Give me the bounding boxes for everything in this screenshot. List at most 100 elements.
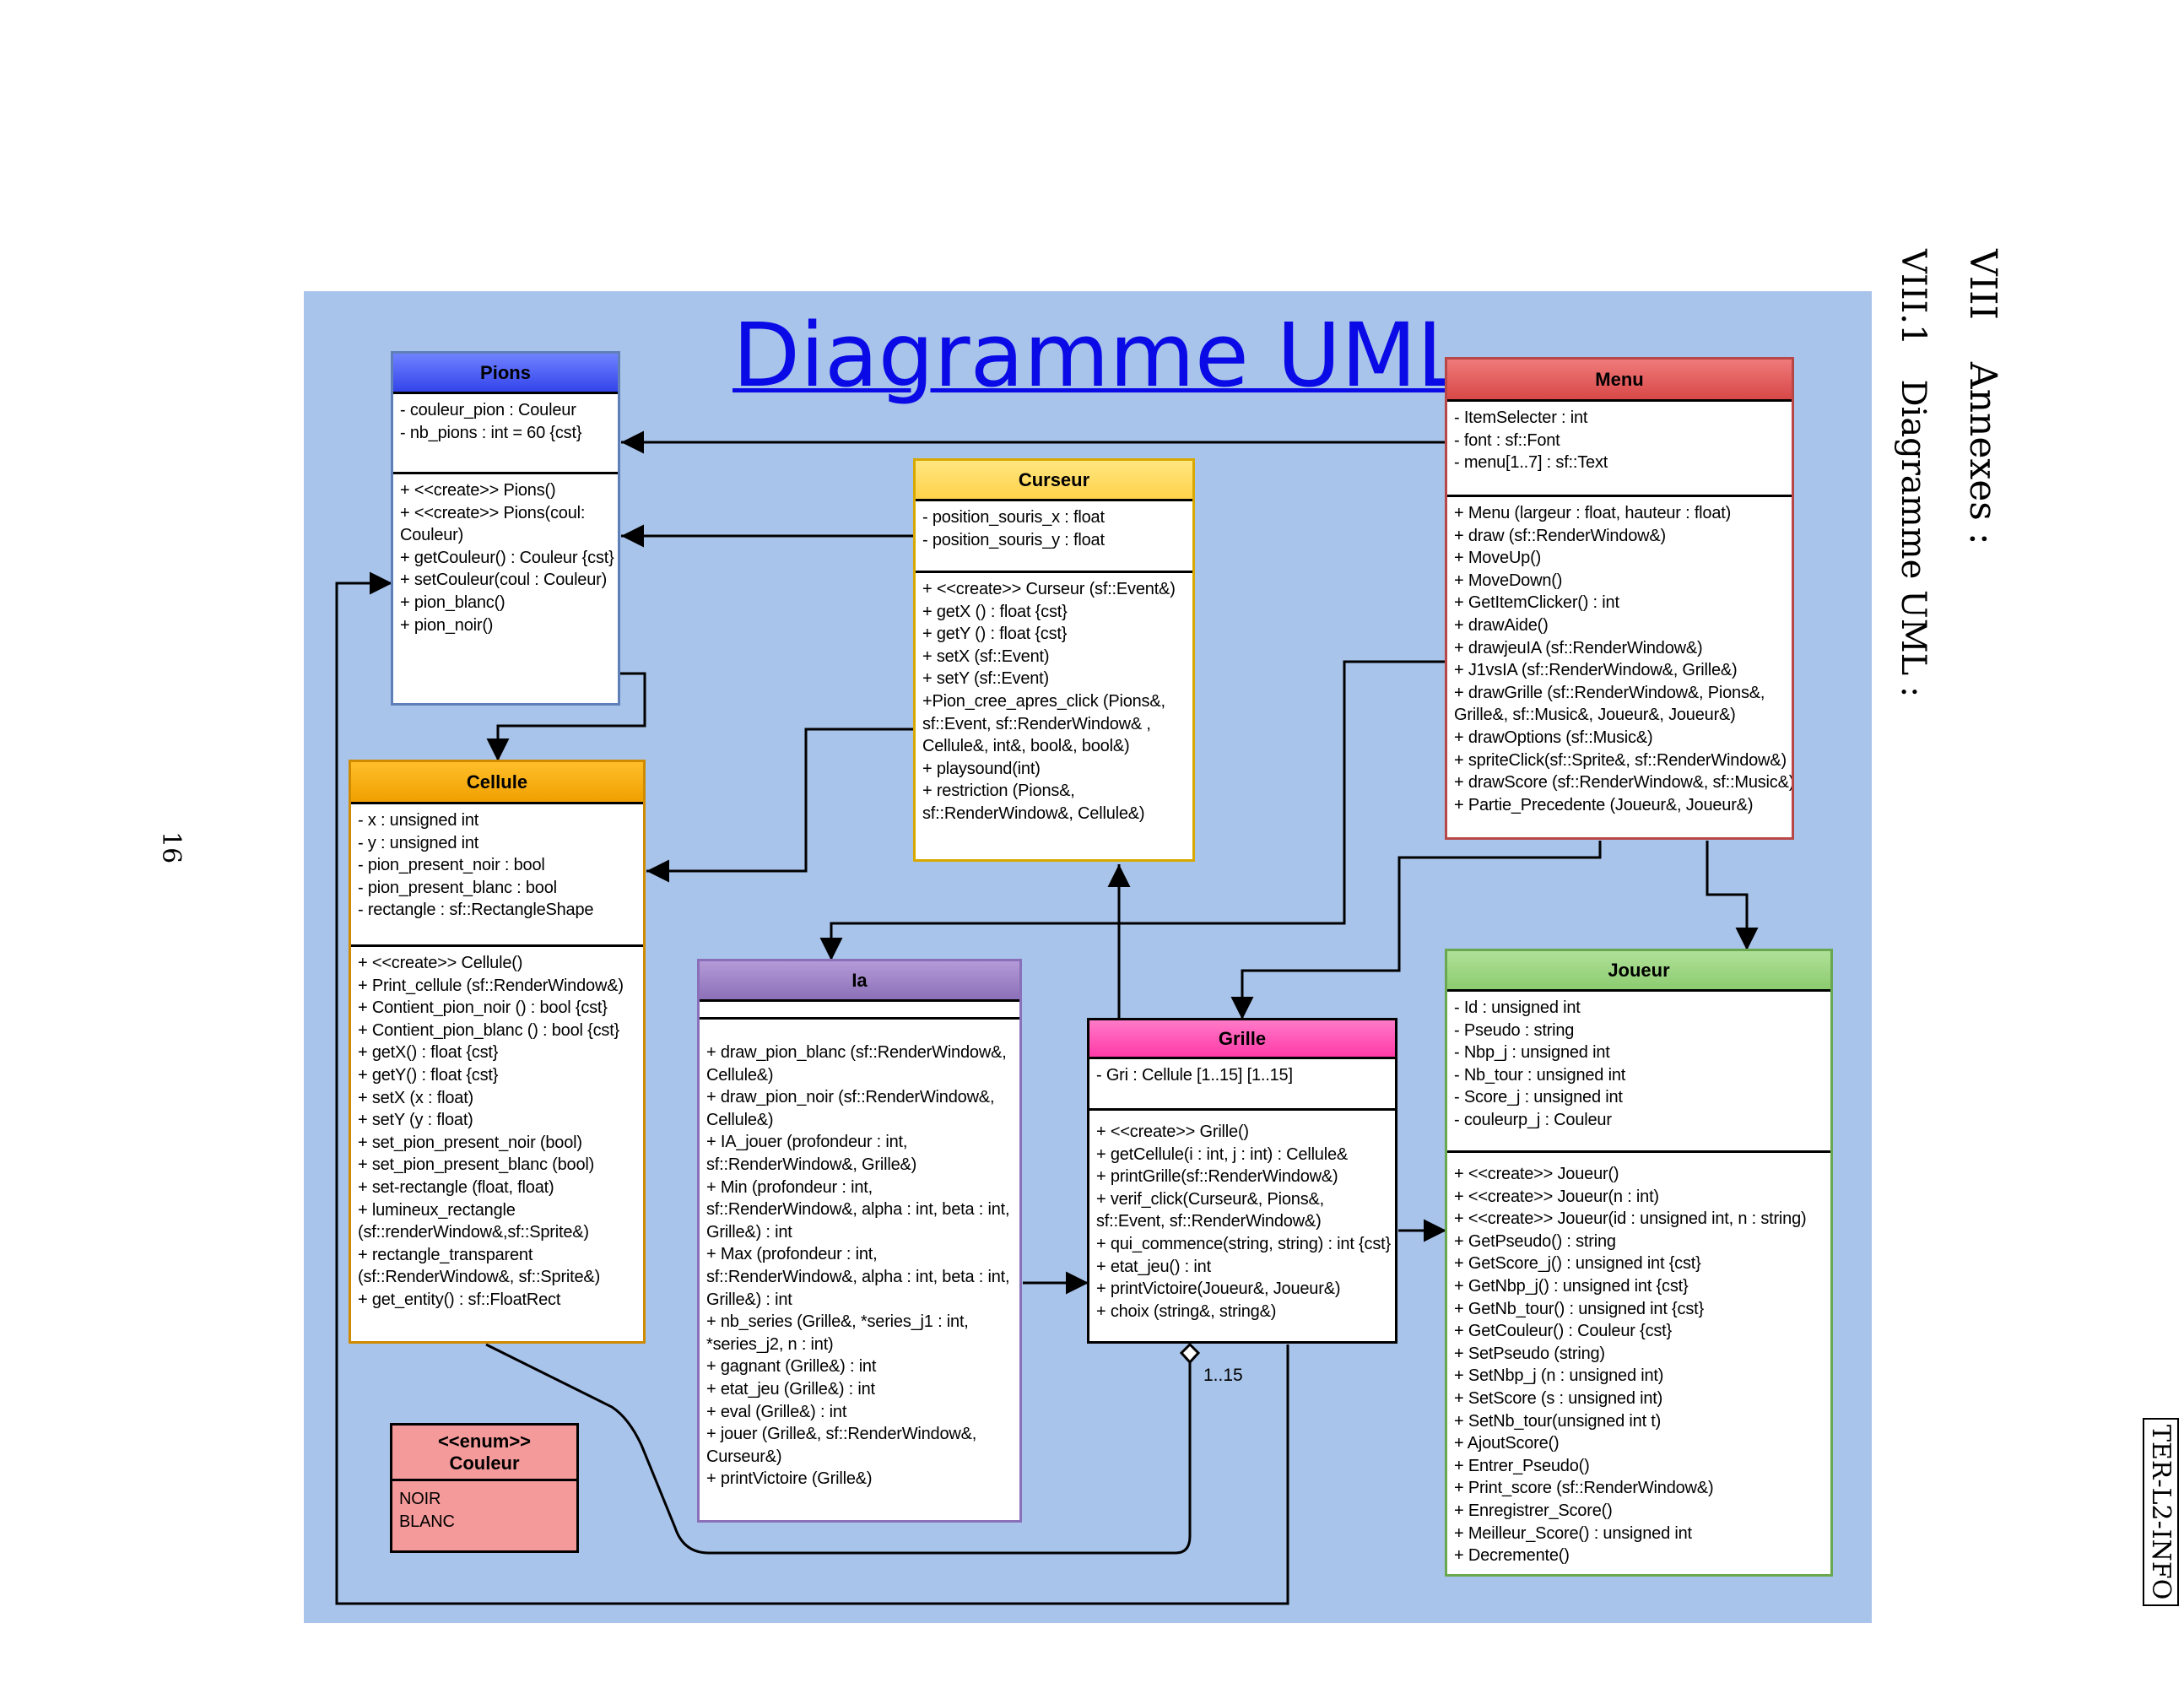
class-name: Curseur	[1018, 468, 1090, 490]
method: + Partie_Precedente (Joueur&, Joueur&)	[1454, 795, 1754, 814]
class-name: Grille	[1218, 1027, 1267, 1049]
method: + spriteClick(sf::Sprite&, sf::RenderWin…	[1454, 750, 1787, 770]
attributes-section: - x : unsigned int - y : unsigned int - …	[351, 804, 643, 944]
attribute: - position_souris_x : float	[922, 508, 1105, 527]
class-curseur[interactable]: Curseur - position_souris_x : float - po…	[913, 458, 1195, 862]
enum-couleur[interactable]: <<enum>> Couleur NOIR BLANC	[390, 1423, 579, 1553]
method: + draw (sf::RenderWindow&)	[1454, 526, 1667, 545]
multiplicity-label: 1..15	[1203, 1366, 1243, 1385]
method: + Contient_pion_blanc () : bool {cst}	[358, 1020, 620, 1040]
attribute: - pion_present_noir : bool	[358, 856, 545, 875]
method: + setY (y : float)	[358, 1111, 473, 1130]
method: (sf::RenderWindow&, sf::Sprite&)	[358, 1268, 601, 1287]
attributes-section: - ItemSelecter : int - font : sf::Font -…	[1447, 402, 1792, 495]
edge-menu-joueur	[1706, 841, 1759, 950]
method: Cellule&)	[706, 1110, 774, 1129]
class-ia[interactable]: Ia + draw_pion_blanc (sf::RenderWindow&,…	[697, 959, 1022, 1523]
attribute: - rectangle : sf::RectangleShape	[358, 901, 594, 920]
class-header: Pions	[393, 354, 618, 394]
method: Couleur)	[400, 526, 464, 545]
method: (sf::renderWindow&,sf::Sprite&)	[358, 1223, 589, 1242]
methods-section: + draw_pion_blanc (sf::RenderWindow&, Ce…	[700, 1017, 1019, 1496]
method: + MoveDown()	[1454, 571, 1563, 590]
method: + GetCouleur() : Couleur {cst}	[1454, 1322, 1673, 1341]
method: + SetScore (s : unsigned int)	[1454, 1388, 1663, 1408]
method: + <<create>> Pions(coul:	[400, 503, 586, 522]
edge-menu-grille	[1230, 841, 1602, 1020]
attribute: - couleurp_j : Couleur	[1454, 1110, 1612, 1129]
methods-section: + <<create>> Pions() + <<create>> Pions(…	[393, 472, 618, 641]
enum-values: NOIR BLANC	[392, 1481, 576, 1538]
attribute: - nb_pions : int = 60 {cst}	[400, 423, 582, 442]
attribute: - x : unsigned int	[358, 811, 479, 830]
method: + nb_series (Grille&, *series_j1 : int,	[706, 1312, 969, 1332]
method: + <<create>> Grille()	[1096, 1123, 1249, 1141]
method: + etat_jeu() : int	[1096, 1257, 1211, 1276]
class-header: Cellule	[351, 762, 643, 804]
class-name: Menu	[1595, 368, 1644, 390]
method: + GetNbp_j() : unsigned int {cst}	[1454, 1276, 1689, 1296]
method: + Min (profondeur : int,	[706, 1177, 873, 1197]
attribute: - Score_j : unsigned int	[1454, 1088, 1623, 1107]
class-name: Pions	[480, 361, 531, 383]
method: + Entrer_Pseudo()	[1454, 1456, 1590, 1475]
method: Grille&) : int	[706, 1290, 792, 1309]
method: + <<create>> Pions()	[400, 481, 556, 500]
method: + Menu (largeur : float, hauteur : float…	[1454, 504, 1732, 522]
method: Cellule&, int&, bool&, bool&)	[922, 737, 1130, 756]
attribute: - Pseudo : string	[1454, 1020, 1575, 1040]
method: Cellule&)	[706, 1065, 774, 1085]
method: + <<create>> Curseur (sf::Event&)	[922, 580, 1176, 598]
method: + pion_noir()	[400, 615, 494, 635]
method: + drawAide()	[1454, 615, 1549, 635]
class-name: Joueur	[1608, 959, 1670, 981]
method: + rectangle_transparent	[358, 1245, 533, 1264]
method: + <<create>> Joueur(id : unsigned int, n…	[1454, 1209, 1807, 1229]
attributes-section: - Gri : Cellule [1..15] [1..15]	[1089, 1059, 1395, 1108]
method: Curseur&)	[706, 1447, 782, 1466]
attributes-section: - position_souris_x : float - position_s…	[916, 501, 1192, 571]
class-header: Joueur	[1447, 951, 1830, 992]
method: + Max (profondeur : int,	[706, 1245, 878, 1264]
method: + GetNb_tour() : unsigned int {cst}	[1454, 1299, 1704, 1318]
method: + draw_pion_blanc (sf::RenderWindow&,	[706, 1043, 1007, 1062]
method: + pion_blanc()	[400, 592, 505, 612]
method: + SetPseudo (string)	[1454, 1344, 1605, 1363]
method: + drawScore (sf::RenderWindow&, sf::Musi…	[1454, 773, 1794, 793]
method: + setCouleur(coul : Couleur)	[400, 571, 608, 590]
method: + drawOptions (sf::Music&)	[1454, 728, 1653, 747]
attribute: - couleur_pion : Couleur	[400, 401, 576, 419]
class-pions[interactable]: Pions - couleur_pion : Couleur - nb_pion…	[391, 351, 620, 706]
method: + gagnant (Grille&) : int	[706, 1357, 877, 1377]
method: + qui_commence(string, string) : int {cs…	[1096, 1234, 1391, 1253]
method: sf::RenderWindow&, Cellule&)	[922, 803, 1145, 823]
method: + Enregistrer_Score()	[1454, 1501, 1613, 1520]
method: + J1vsIA (sf::RenderWindow&, Grille&)	[1454, 661, 1738, 680]
class-menu[interactable]: Menu - ItemSelecter : int - font : sf::F…	[1445, 357, 1794, 840]
enum-value: NOIR	[399, 1490, 441, 1508]
method: + printVictoire (Grille&)	[706, 1469, 873, 1489]
method: + set_pion_present_blanc (bool)	[358, 1155, 595, 1175]
method: +Pion_cree_apres_click (Pions&,	[922, 691, 1165, 711]
class-grille[interactable]: Grille - Gri : Cellule [1..15] [1..15] +…	[1087, 1018, 1397, 1344]
method: + setY (sf::Event)	[922, 669, 1049, 689]
method: + Print_cellule (sf::RenderWindow&)	[358, 976, 624, 995]
method: + GetScore_j() : unsigned int {cst}	[1454, 1254, 1701, 1274]
method: sf::RenderWindow&, alpha : int, beta : i…	[706, 1200, 1010, 1220]
attribute: - Gri : Cellule [1..15] [1..15]	[1096, 1066, 1293, 1085]
aggregation-diamond	[1179, 1342, 1201, 1365]
class-cellule[interactable]: Cellule - x : unsigned int - y : unsigne…	[349, 760, 646, 1344]
methods-section: + <<create>> Joueur() + <<create>> Joueu…	[1447, 1150, 1830, 1572]
method: + <<create>> Joueur()	[1454, 1165, 1619, 1183]
method: + getCouleur() : Couleur {cst}	[400, 548, 614, 567]
attributes-section: - couleur_pion : Couleur - nb_pions : in…	[393, 394, 618, 472]
class-header: Grille	[1089, 1020, 1395, 1059]
class-joueur[interactable]: Joueur - Id : unsigned int - Pseudo : st…	[1445, 949, 1833, 1577]
enum-header: <<enum>> Couleur	[392, 1426, 576, 1481]
method: + choix (string&, string&)	[1096, 1301, 1277, 1321]
attribute: - Nb_tour : unsigned int	[1454, 1065, 1626, 1085]
method: + Decremente()	[1454, 1546, 1570, 1566]
class-name: Ia	[851, 969, 868, 991]
edge-grille-pions	[335, 571, 1289, 1605]
attribute: - pion_present_blanc : bool	[358, 878, 557, 897]
